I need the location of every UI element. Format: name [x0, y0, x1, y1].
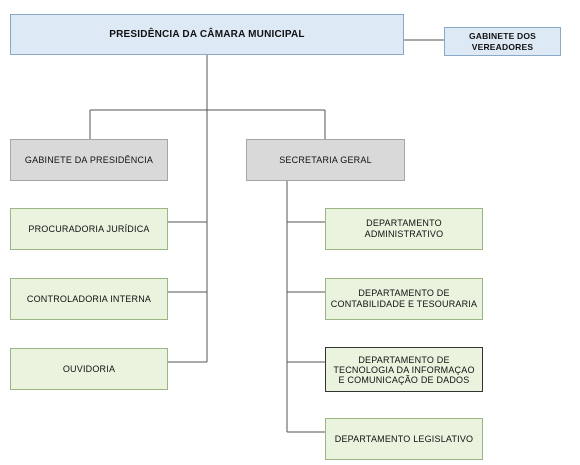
dep-contabilidade-box: DEPARTAMENTO DE CONTABILIDADE E TESOURAR… [325, 278, 483, 320]
dep-legislativo-box: DEPARTAMENTO LEGISLATIVO [325, 418, 483, 460]
gabinete-vereadores-box: GABINETE DOS VEREADORES [444, 27, 561, 56]
dep-administrativo-label: DEPARTAMENTO ADMINISTRATIVO [364, 218, 444, 239]
procuradoria-label: PROCURADORIA JURÍDICA [28, 223, 150, 234]
controladoria-box: CONTROLADORIA INTERNA [10, 278, 168, 320]
presidencia-box: PRESIDÊNCIA DA CÂMARA MUNICIPAL [10, 14, 404, 55]
secretaria-geral-label: SECRETARIA GERAL [279, 154, 372, 165]
dep-contabilidade-label: DEPARTAMENTO DE CONTABILIDADE E TESOURAR… [330, 288, 478, 309]
gabinete-vereadores-label: GABINETE DOS VEREADORES [468, 30, 537, 52]
dep-ti-label: DEPARTAMENTO DE TECNOLOGIA DA INFORMAÇAO… [333, 354, 475, 385]
controladoria-label: CONTROLADORIA INTERNA [26, 293, 152, 304]
gabinete-presidencia-box: GABINETE DA PRESIDÊNCIA [10, 139, 168, 181]
ouvidoria-box: OUVIDORIA [10, 348, 168, 390]
gabinete-presidencia-label: GABINETE DA PRESIDÊNCIA [24, 154, 154, 165]
secretaria-geral-box: SECRETARIA GERAL [246, 139, 405, 181]
procuradoria-box: PROCURADORIA JURÍDICA [10, 208, 168, 250]
dep-ti-box: DEPARTAMENTO DE TECNOLOGIA DA INFORMAÇAO… [325, 347, 483, 392]
dep-legislativo-label: DEPARTAMENTO LEGISLATIVO [334, 433, 474, 444]
presidencia-label: PRESIDÊNCIA DA CÂMARA MUNICIPAL [109, 29, 305, 40]
dep-administrativo-box: DEPARTAMENTO ADMINISTRATIVO [325, 208, 483, 250]
ouvidoria-label: OUVIDORIA [62, 363, 116, 374]
